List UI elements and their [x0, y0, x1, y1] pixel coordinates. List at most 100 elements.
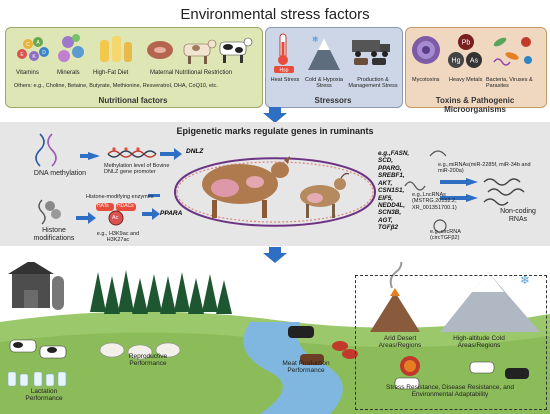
cattle-group-icon [354, 58, 386, 65]
svg-text:❄: ❄ [312, 35, 319, 44]
lncrna-icon [404, 181, 426, 191]
gene-item: AKT, [378, 179, 393, 187]
mycotoxin-icon [412, 36, 440, 64]
gene-item: e.g.,FASN, [378, 150, 410, 157]
snow-mountain-icon: ❄ [440, 272, 540, 332]
high-fat-diet-icon [100, 36, 132, 62]
maternal-restriction-label: Maternal Nutritional Restriction [150, 70, 233, 76]
volcano-icon [370, 262, 420, 332]
cow-icon [183, 39, 217, 64]
nutritional-factors-panel [5, 27, 263, 108]
reproductive-label: Reproductive Performance [128, 353, 168, 368]
mirna-icon [429, 150, 447, 157]
svg-text:C: C [26, 42, 30, 48]
svg-text:A: A [36, 40, 40, 46]
high-altitude-label: High-altitude Cold Areas/Regions [453, 335, 505, 350]
hats-label: HATs [97, 203, 109, 209]
gene-item: NEDD4L, [378, 201, 405, 209]
histone-icon [38, 199, 61, 225]
lactation-label: Lactation Performance [25, 388, 63, 403]
svg-text:D: D [42, 50, 46, 56]
hsp-badge-icon: Hsp [274, 66, 294, 74]
stress-resistance-label: Stress Resistance, Disease Resistance, a… [386, 384, 514, 399]
meat-icon [147, 41, 173, 59]
noncoding-rnas-label: Non-coding RNAs [500, 208, 536, 224]
gene-item: SREBF1, [378, 172, 405, 180]
nutrition-icons: C A E K D [17, 34, 253, 64]
svg-text:As: As [470, 58, 479, 65]
gene-item: SCN3B, [378, 209, 402, 217]
minerals-icon [58, 34, 84, 62]
histone-modifications-label: Histone modifications [33, 227, 75, 243]
cow-calf-icon [219, 37, 253, 63]
heavy-metals-label: Heavy Metals [449, 77, 483, 83]
gene-item: CSN1S1, [378, 187, 405, 195]
nutritional-factors-label: Nutritional factors [98, 96, 168, 105]
meat-production-label: Meat Production Performance [282, 360, 330, 375]
truck-icon [352, 40, 390, 57]
high-fat-diet-label: High-Fat Diet [93, 70, 129, 76]
hat-hdac-icon [96, 203, 136, 226]
heat-stress-label: Heat Stress [270, 77, 300, 83]
heavy-metals-icon: Pb Hg As [448, 34, 482, 68]
dna-helix-icon [35, 133, 57, 167]
svg-text:Hsp: Hsp [280, 68, 289, 74]
mirna-label: e.g.,miRNAs(miR-2285f, miR-34b and miR-2… [438, 162, 531, 175]
down-arrow-icon [263, 107, 287, 123]
vitamins-label: Vitamins [16, 70, 39, 76]
gene-item: TGFβ2 [378, 224, 399, 232]
arid-label: Arid Desert Areas/Regions [378, 335, 422, 350]
adapted-cattle-icon [394, 361, 529, 390]
histone-enzymes-label: Histone-modifying enzymes [86, 194, 154, 200]
circrna-icon [433, 219, 447, 233]
gene-item: AGT, [378, 216, 393, 224]
noncoding-rna-icon [483, 178, 525, 206]
ppara-label: PPARA [160, 210, 183, 217]
toxins-label: Toxins & Pathogenic Microorganisms [435, 96, 515, 114]
histone-note: e.g., H3K9ac and H3K27ac [96, 231, 140, 244]
svg-text:❄: ❄ [520, 273, 530, 287]
gene-item: EIF5, [378, 194, 394, 202]
cold-hypoxia-label: Cold & Hypoxia Stress [305, 77, 343, 90]
nutrition-others: Others: e.g., Choline, Betaine, Butyrate… [14, 83, 218, 89]
sheep-icon [99, 342, 181, 360]
thermometer-icon [278, 33, 288, 65]
svg-text:K: K [32, 54, 36, 60]
cow-illustration [202, 156, 290, 218]
lncrna-label: e.g.,LncRNAs (MSTRG.20152.2, XR_00135170… [412, 192, 457, 211]
epigenetics-diagram [35, 133, 525, 233]
production-management-label: Production & Management Stress [348, 77, 398, 90]
gene-item: SCD, [378, 157, 394, 165]
gene-item: PPARG, [378, 164, 402, 172]
down-arrow-icon [263, 247, 287, 263]
meat-cattle-icon [288, 326, 358, 365]
ac-label: Ac [112, 215, 119, 221]
dna-methylation-label: DNA methylation [33, 170, 87, 177]
gene-list: e.g.,FASN, SCD, PPARG, SREBF1, AKT, CSN1… [378, 150, 426, 232]
landscape-illustration: ❄ [0, 262, 550, 414]
goat-illustration [300, 172, 350, 218]
bacteria-label: Bacteria, Viruses & Parasites [486, 77, 533, 90]
barn-icon [8, 262, 64, 310]
milk-bottles-icon [7, 371, 67, 387]
toxin-icons: Pb Hg As [412, 34, 532, 68]
svg-text:Pb: Pb [462, 40, 471, 47]
svg-text:Hg: Hg [452, 58, 461, 65]
mountain-snow-icon: ❄ [308, 35, 340, 70]
promoter-dna-icon [107, 147, 157, 158]
dnlz-label: DNLZ [186, 148, 204, 155]
bacteria-virus-icon [493, 37, 532, 66]
hdacs-label: HDACs [117, 203, 134, 209]
minerals-label: Minerals [57, 70, 80, 76]
forest-icon [90, 270, 232, 314]
epigenetics-heading: Epigenetic marks regulate genes in rumin… [176, 126, 374, 136]
page-title: Environmental stress factors [180, 6, 370, 23]
dna-methylation-note: Methylation level of Bovine DNLZ gene pr… [104, 163, 170, 176]
dairy-cows-icon [9, 339, 67, 359]
mycotoxins-label: Mycotoxins [412, 77, 440, 83]
adaptability-dashed-box [355, 275, 547, 410]
vitamins-icon: C A E K D [17, 37, 49, 61]
stressors-label: Stressors [314, 96, 352, 105]
svg-text:E: E [20, 52, 24, 58]
stressor-icons: Hsp ❄ [274, 33, 390, 74]
